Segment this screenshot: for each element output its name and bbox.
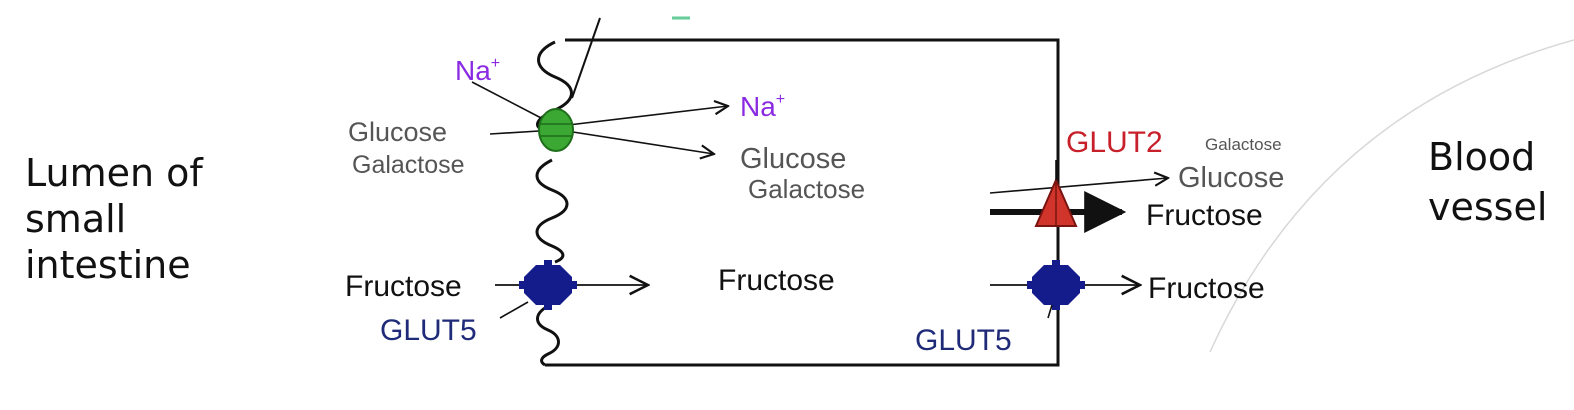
glut5-apical-transporter: [519, 260, 577, 310]
glut5-basolateral-transporter: [1027, 260, 1085, 310]
glut5-basolateral-label: GLUT5: [915, 324, 1012, 357]
blood-vessel-label-line2: vessel: [1428, 185, 1548, 229]
glut5-apical-label: GLUT5: [380, 314, 477, 347]
na-cell-label: Na+: [740, 91, 785, 122]
na-cell-superscript: +: [776, 91, 785, 108]
glucose-arrow: [559, 129, 714, 154]
na-entry-line: [471, 81, 546, 121]
glucose-blood-label: Glucose: [1178, 162, 1284, 194]
lumen-label: Lumen of small intestine: [25, 150, 203, 288]
background-arc: [1209, 39, 1574, 353]
glucose-exit-arrow: [989, 178, 1168, 194]
na-arrow: [559, 106, 728, 127]
fructose-lumen-label: Fructose: [345, 270, 462, 303]
blood-vessel-label: Blood vessel: [1428, 132, 1547, 232]
glut2-label: GLUT2: [1066, 126, 1163, 159]
lumen-label-line2: small: [25, 197, 127, 241]
na-cell-text: Na: [740, 91, 776, 122]
lumen-label-line3: intestine: [25, 243, 191, 287]
sglt1-transporter: [538, 108, 574, 152]
fructose-cell-label: Fructose: [718, 264, 835, 297]
galactose-lumen-label: Galactose: [352, 151, 465, 179]
na-lumen-superscript: +: [491, 55, 500, 72]
apical-membrane: [535, 40, 573, 367]
glut2-transporter: [1034, 177, 1078, 227]
top-diagonal-line: [571, 17, 601, 99]
na-lumen-text: Na: [455, 55, 491, 86]
fructose-blood-label: Fructose: [1148, 272, 1265, 305]
blood-vessel-label-line1: Blood: [1428, 135, 1536, 179]
galactose-cell-label: Galactose: [748, 174, 865, 204]
glucose-lumen-label: Glucose: [348, 117, 447, 147]
fructose-blood-bold-label: Fructose: [1146, 199, 1263, 232]
na-lumen-label: Na+: [455, 55, 500, 86]
glucose-cell-label: Glucose: [740, 143, 846, 175]
galactose-blood-label: Galactose: [1205, 135, 1282, 154]
lumen-label-line1: Lumen of: [25, 151, 203, 195]
glut5-basolateral-pointer: [1047, 304, 1053, 319]
glut5-apical-pointer: [499, 301, 529, 319]
